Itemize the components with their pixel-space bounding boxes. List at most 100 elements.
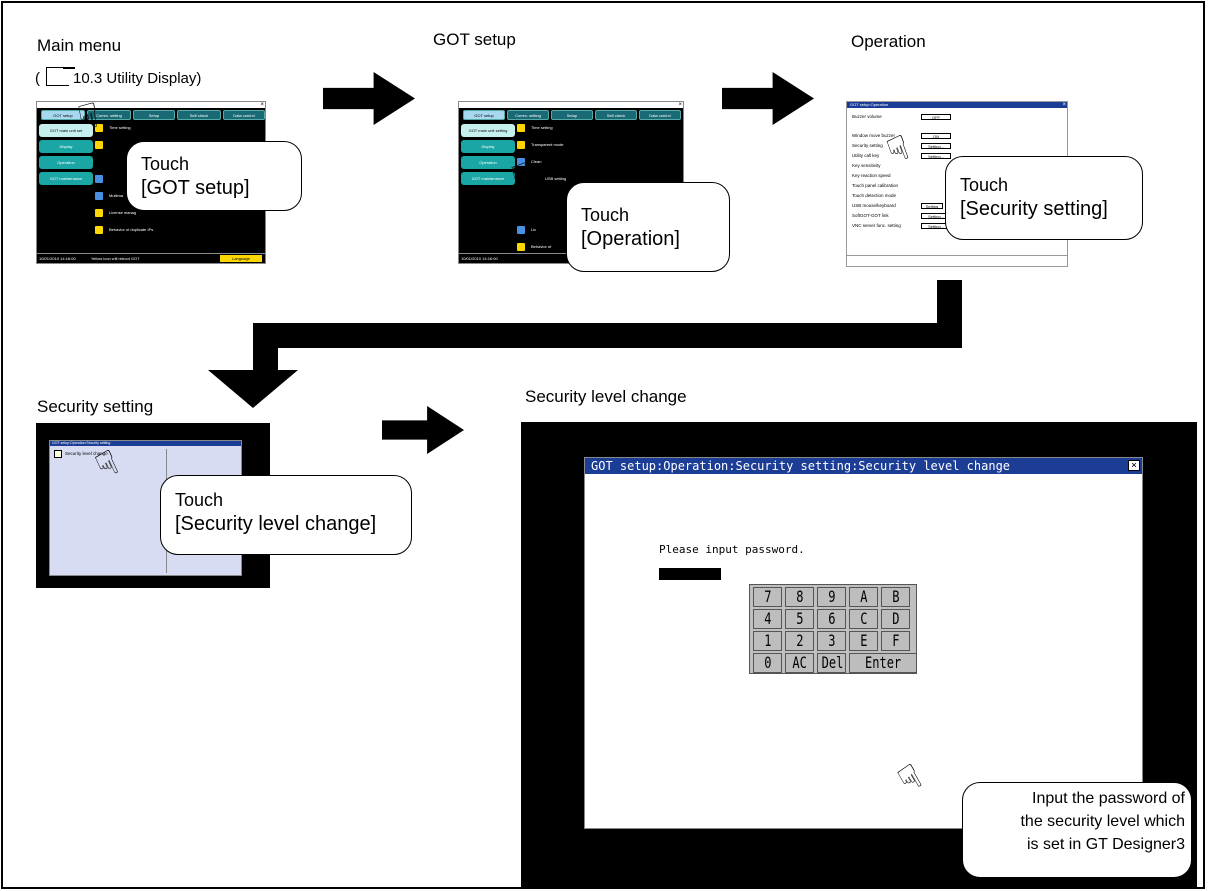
blue-icon <box>95 174 103 183</box>
tab-data-control[interactable]: Data control <box>223 110 265 120</box>
callout-line: Touch <box>141 154 190 174</box>
row-label: Utility call key <box>852 153 880 158</box>
callout-operation: Touch [Operation] <box>566 182 730 272</box>
yellow-icon <box>95 123 103 132</box>
password-field[interactable] <box>659 568 721 580</box>
key-A[interactable]: A <box>849 587 878 607</box>
key-2[interactable]: 2 <box>785 631 814 651</box>
item-clean[interactable]: Clean <box>517 157 541 167</box>
blue-icon <box>517 157 525 166</box>
utility-call-key-button[interactable]: Setting... <box>921 153 951 159</box>
side-display[interactable]: Display <box>461 140 515 153</box>
status-message: Yellow icon will reboot GOT <box>90 256 140 261</box>
key-E[interactable]: E <box>849 631 878 651</box>
side-display[interactable]: Display <box>39 140 93 153</box>
item-time-setting[interactable]: Time setting <box>95 123 131 133</box>
reference-link[interactable]: (10.3 Utility Display) <box>35 67 201 87</box>
key-6[interactable]: 6 <box>817 609 846 629</box>
tab-self-check[interactable]: Self check <box>177 110 221 120</box>
item-1[interactable] <box>95 140 109 150</box>
item-license[interactable]: License manag <box>95 208 136 218</box>
close-icon: × <box>260 102 264 108</box>
divider <box>847 255 1067 256</box>
item-transparent-mode[interactable]: Transparent mode <box>517 140 564 150</box>
key-5[interactable]: 5 <box>785 609 814 629</box>
connector-horizontal <box>253 323 962 348</box>
key-Enter[interactable]: Enter <box>849 653 917 673</box>
side-got-maintenance[interactable]: GOT maintenance <box>461 172 515 185</box>
callout-got-setup: Touch [GOT setup] <box>126 141 302 211</box>
row-label: USB mouse/keyboard <box>852 203 896 208</box>
status-bar: 10/01/2010 14:16:00 Yellow icon will reb… <box>37 253 265 263</box>
callout-line: the security level which <box>1020 813 1185 830</box>
language-button[interactable]: Language <box>220 255 262 262</box>
window-move-buzzer-value[interactable]: ON <box>921 133 951 139</box>
side-operation[interactable]: Operation <box>461 156 515 169</box>
main-menu-label: Main menu <box>37 36 122 55</box>
security-setting-button[interactable]: Setting... <box>921 143 951 149</box>
row-label: Buzzer volume <box>852 114 882 119</box>
item-3[interactable] <box>95 174 109 184</box>
tab-setup[interactable]: Setup <box>551 110 593 120</box>
yellow-icon <box>517 123 525 132</box>
callout-security-level-change: Touch [Security level change] <box>160 475 412 555</box>
blue-icon <box>517 225 525 234</box>
row-label: Security setting <box>852 143 883 148</box>
key-9[interactable]: 9 <box>817 587 846 607</box>
tab-comm-setting[interactable]: Comm. setting <box>87 110 131 120</box>
close-button[interactable]: × <box>1128 460 1140 471</box>
key-F[interactable]: F <box>881 631 910 651</box>
buzzer-volume-value[interactable]: OFF <box>921 114 951 120</box>
key-4[interactable]: 4 <box>753 609 782 629</box>
password-prompt: Please input password. <box>659 543 805 556</box>
side-got-maintenance[interactable]: GOT maintenance <box>39 172 93 185</box>
reference-paren: ( <box>35 70 40 87</box>
row-label: Touch panel calibration <box>852 183 899 188</box>
tab-self-check[interactable]: Self check <box>595 110 637 120</box>
side-got-main-unit[interactable]: GOT main unit setting <box>461 124 515 137</box>
item-multimedia[interactable]: Multima <box>95 191 123 201</box>
callout-security-setting: Touch [Security setting] <box>945 156 1143 240</box>
yellow-icon <box>95 225 103 234</box>
tab-setup[interactable]: Setup <box>133 110 175 120</box>
blue-icon <box>95 191 103 200</box>
key-B[interactable]: B <box>881 587 910 607</box>
key-7[interactable]: 7 <box>753 587 782 607</box>
yellow-icon <box>95 140 103 149</box>
title-bar: × <box>37 102 265 108</box>
security-level-change-label: Security level change <box>525 387 687 406</box>
item-time-setting[interactable]: Time setting <box>517 123 553 133</box>
item-behavior[interactable]: Behavior of <box>517 242 551 252</box>
key-D[interactable]: D <box>881 609 910 629</box>
item-duplicate-ip[interactable]: Behavior of duplicate IPs <box>95 225 153 235</box>
tab-data-control[interactable]: Data control <box>639 110 681 120</box>
key-1[interactable]: 1 <box>753 631 782 651</box>
callout-password: Input the password of the security level… <box>962 782 1192 878</box>
security-setting-title: GOT setup:Operation:Security setting <box>50 441 241 446</box>
reference-text: 10.3 Utility Display) <box>73 70 202 87</box>
tab-got-setup[interactable]: GOT setup <box>41 110 85 120</box>
usb-mouse-button[interactable]: Setting <box>921 203 943 209</box>
security-level-change-item[interactable]: Security level change <box>54 450 108 458</box>
item-lic[interactable]: Lic <box>517 225 536 235</box>
key-AC[interactable]: AC <box>785 653 814 673</box>
item-usb-setting[interactable]: USB setting <box>545 176 567 181</box>
status-time: 10/01/2010 14:16:00 <box>461 256 498 261</box>
title-bar: × <box>459 102 683 108</box>
key-3[interactable]: 3 <box>817 631 846 651</box>
yellow-icon <box>95 208 103 217</box>
callout-line: Touch <box>960 175 1009 195</box>
key-0[interactable]: 0 <box>753 653 782 673</box>
callout-line: is set in GT Designer3 <box>1027 836 1185 853</box>
key-8[interactable]: 8 <box>785 587 814 607</box>
tab-comm-setting[interactable]: Comm. setting <box>507 110 549 120</box>
key-C[interactable]: C <box>849 609 878 629</box>
got-setup-label: GOT setup <box>433 30 516 49</box>
key-Del[interactable]: Del <box>817 653 846 673</box>
side-got-main-unit[interactable]: GOT main unit set <box>39 124 93 137</box>
side-operation[interactable]: Operation <box>39 156 93 169</box>
callout-line: [Operation] <box>581 228 680 250</box>
window-title: GOT setup:Operation:Security setting:Sec… <box>585 458 1142 474</box>
tab-got-setup[interactable]: GOT setup <box>463 110 505 120</box>
